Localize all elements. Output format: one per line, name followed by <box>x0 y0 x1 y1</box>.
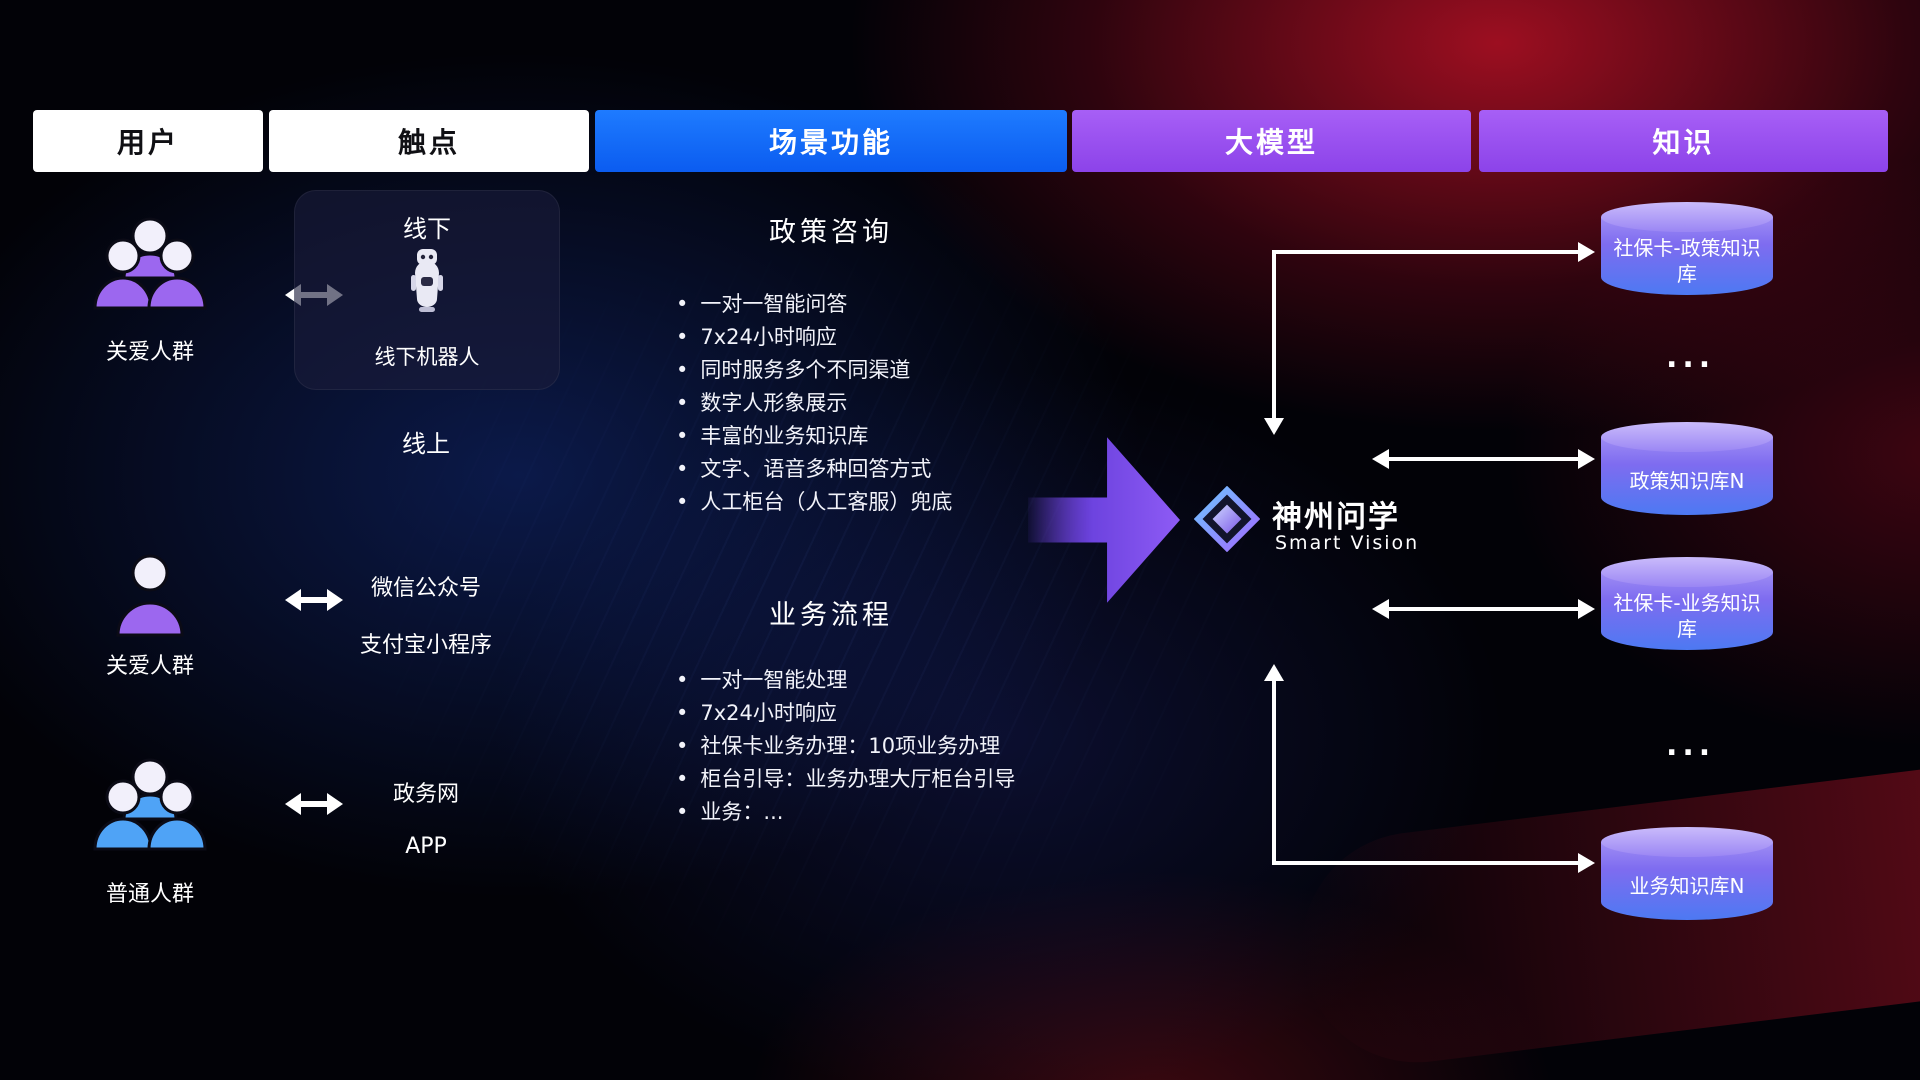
online-title: 线上 <box>402 430 450 458</box>
channel-gov-web: 政务网 <box>392 782 459 807</box>
connector-business-n-vline <box>1272 680 1276 865</box>
feature-item: 7x24小时响应 <box>676 321 952 354</box>
column-header-model: 大模型 <box>1072 110 1471 172</box>
column-header-touchpoints: 触点 <box>269 110 589 172</box>
feature-item: 柜台引导：业务办理大厅柜台引导 <box>676 763 1015 796</box>
feature-item: 同时服务多个不同渠道 <box>676 354 952 387</box>
connector-policy-social-hline <box>1272 250 1578 254</box>
person-purple-icon <box>116 554 184 637</box>
user-group-label: 关爱人群 <box>105 654 194 679</box>
arrowhead-left-icon <box>1372 449 1389 469</box>
arrow-right-icon <box>327 793 343 815</box>
arrowhead-right-icon <box>1578 853 1595 873</box>
knowledge-db-business-n: 业务知识库N <box>1601 827 1773 933</box>
ellipsis: ... <box>1666 728 1716 763</box>
feature-item: 社保卡业务办理：10项业务办理 <box>676 730 1015 763</box>
model-name: 神州问学 <box>1272 500 1400 535</box>
feature-item: 业务：... <box>676 796 1015 829</box>
arrowhead-right-icon <box>1578 242 1595 262</box>
bidirectional-arrow-user3 <box>285 792 343 816</box>
connector-business-n-hline <box>1272 861 1578 865</box>
arrow-left-icon <box>285 793 301 815</box>
knowledge-db-business-social: 社保卡-业务知识库 <box>1601 557 1773 663</box>
channel-app: APP <box>405 834 447 859</box>
flow-arrow-right-icon <box>1028 437 1180 603</box>
feature-item: 丰富的业务知识库 <box>676 420 952 453</box>
connector-business-social-line <box>1388 607 1580 611</box>
ellipsis: ... <box>1666 340 1716 375</box>
channel-wechat: 微信公众号 <box>370 576 481 601</box>
arrowhead-left-icon <box>1372 599 1389 619</box>
offline-title: 线下 <box>403 215 451 243</box>
arrowhead-down-icon <box>1264 418 1284 435</box>
smart-vision-logo-icon <box>1194 486 1260 552</box>
knowledge-db-label: 社保卡-业务知识库 <box>1613 591 1761 641</box>
cylinder-top <box>1601 422 1773 452</box>
offline-robot-label: 线下机器人 <box>374 345 480 369</box>
column-header-knowledge: 知识 <box>1479 110 1888 172</box>
knowledge-db-label: 政策知识库N <box>1629 469 1745 493</box>
cylinder-top <box>1601 202 1773 232</box>
knowledge-db-label: 社保卡-政策知识库 <box>1613 236 1761 286</box>
service-robot-icon <box>411 249 443 312</box>
feature-item: 文字、语音多种回答方式 <box>676 453 952 486</box>
cylinder-top <box>1601 827 1773 857</box>
user-group-label: 普通人群 <box>105 882 194 907</box>
channel-alipay: 支付宝小程序 <box>359 633 492 658</box>
feature-item: 7x24小时响应 <box>676 697 1015 730</box>
bidirectional-arrow-user2 <box>285 588 343 612</box>
column-header-users: 用户 <box>33 110 263 172</box>
knowledge-db-label: 业务知识库N <box>1629 874 1745 898</box>
feature-item: 人工柜台（人工客服）兜底 <box>676 486 952 519</box>
group-people-blue-icon <box>93 758 207 851</box>
column-header-scene: 场景功能 <box>595 110 1067 172</box>
section-title-business: 业务流程 <box>769 600 893 631</box>
offline-touchpoint-card: 线下 线下机器人 <box>294 190 560 390</box>
user-group-label: 关爱人群 <box>105 340 194 365</box>
knowledge-db-policy-n: 政策知识库N <box>1601 422 1773 528</box>
connector-policy-social-vline <box>1272 250 1276 418</box>
knowledge-db-policy-social: 社保卡-政策知识库 <box>1601 202 1773 308</box>
connector-policy-n-line <box>1388 457 1580 461</box>
policy-feature-list: 一对一智能问答 7x24小时响应 同时服务多个不同渠道 数字人形象展示 丰富的业… <box>676 288 952 519</box>
section-title-policy: 政策咨询 <box>769 217 893 248</box>
group-people-purple-icon <box>93 217 207 310</box>
arrowhead-right-icon <box>1578 449 1595 469</box>
feature-item: 一对一智能处理 <box>676 664 1015 697</box>
model-subtitle: Smart Vision <box>1275 532 1420 554</box>
arrowhead-up-icon <box>1264 664 1284 681</box>
arrow-right-icon <box>327 589 343 611</box>
arrowhead-right-icon <box>1578 599 1595 619</box>
feature-item: 一对一智能问答 <box>676 288 952 321</box>
arrow-bar <box>297 801 331 807</box>
business-feature-list: 一对一智能处理 7x24小时响应 社保卡业务办理：10项业务办理 柜台引导：业务… <box>676 664 1015 829</box>
feature-item: 数字人形象展示 <box>676 387 952 420</box>
cylinder-top <box>1601 557 1773 587</box>
arrow-bar <box>297 597 331 603</box>
arrow-left-icon <box>285 589 301 611</box>
